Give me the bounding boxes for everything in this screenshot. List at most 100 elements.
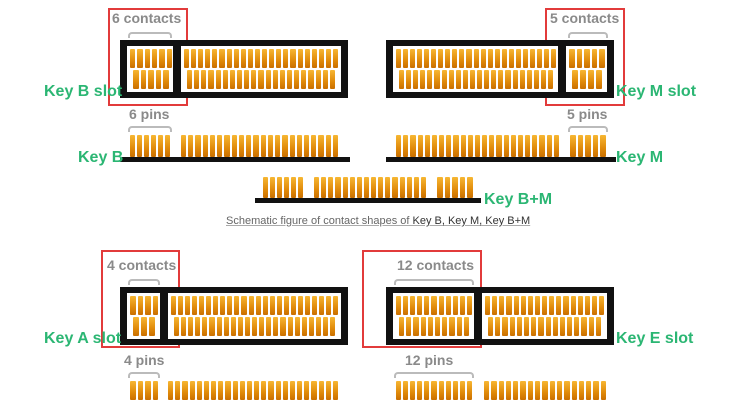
contact-finger [410,381,416,400]
contact-finger [585,135,591,157]
contact-finger [184,49,190,68]
contact-finger [459,381,465,400]
contact-finger [198,49,204,68]
key-b-card-pins-left [130,135,170,157]
key-bm-card-pins-middle [314,177,426,198]
key-m-slot-contacts-left-lower [399,70,554,89]
contact-finger [236,70,243,89]
contact-finger [137,381,143,400]
contact-finger [318,135,324,157]
contact-finger [332,381,339,400]
contact-finger [227,296,233,315]
contact-finger [510,135,516,157]
contact-finger [542,381,548,400]
contact-finger [231,135,237,157]
contact-finger [244,317,251,336]
contact-finger [502,317,508,336]
contact-finger [220,296,226,315]
key-m-contacts-brace [568,32,608,38]
contact-finger [536,49,542,68]
contact-finger [283,296,289,315]
contact-finger [586,381,592,400]
contact-finger [209,135,216,157]
contact-finger [255,296,261,315]
contact-finger [297,49,303,68]
contact-finger [527,381,534,400]
contact-finger [435,317,441,336]
contact-finger [584,49,590,68]
contact-finger [449,317,455,336]
contact-finger [166,49,172,68]
contact-finger [431,135,438,157]
key-e-contacts-count: 12 contacts [397,257,475,273]
contact-finger [269,296,275,315]
contact-finger [233,49,239,68]
contact-finger [417,135,423,157]
contact-finger [523,317,530,336]
key-m-contacts-count: 5 contacts [550,10,620,26]
contact-finger [484,70,490,89]
contact-finger [434,70,440,89]
key-m-slot-label: Key M slot [616,83,697,100]
contact-finger [219,49,225,68]
contact-finger [275,381,281,400]
contact-finger [385,177,391,198]
contact-finger [576,49,583,68]
contact-finger [202,135,208,157]
caption-keys: Key B, Key M, Key B+M [412,215,531,227]
contact-finger [247,49,253,68]
contact-finger [455,70,461,89]
contact-finger [149,317,155,336]
contact-finger [403,49,409,68]
contact-finger [474,135,481,157]
contact-finger [140,70,147,89]
key-b-contacts-brace [128,32,172,38]
contact-finger [596,70,602,89]
contact-finger [238,135,245,157]
contact-finger [276,296,282,315]
contact-finger [506,296,512,315]
contact-finger [130,381,136,400]
contact-finger [261,381,267,400]
contact-finger [552,317,558,336]
contact-finger [569,49,575,68]
contact-finger [194,70,200,89]
contact-finger [218,381,224,400]
contact-finger [185,296,191,315]
contact-finger [496,135,502,157]
contact-finger [226,49,232,68]
contact-finger [224,135,230,157]
contact-finger [297,296,303,315]
contact-finger [526,70,532,89]
contact-finger [342,177,348,198]
contact-finger [239,381,245,400]
key-a-slot [120,287,348,345]
contact-finger [270,177,275,198]
key-m-label: Key M [616,149,664,166]
key-e-card-pins-right [484,381,607,400]
contact-finger [445,381,451,400]
contact-finger [325,49,331,68]
contact-finger [441,70,447,89]
contact-finger [203,381,210,400]
contact-finger [452,296,458,315]
contact-finger [595,317,601,336]
contact-finger [330,317,336,336]
contact-finger [494,49,500,68]
contact-finger [188,135,194,157]
contact-finger [469,70,476,89]
figure-caption[interactable]: Schematic figure of contact shapes of Ke… [226,215,530,227]
contact-finger [473,49,479,68]
contact-finger [438,381,444,400]
contact-finger [248,296,254,315]
contact-finger [168,381,174,400]
key-b-pins-count: 6 pins [129,106,170,122]
contact-finger [417,381,423,400]
contact-finger [230,317,236,336]
contact-finger [130,296,136,315]
contact-finger [209,317,215,336]
contact-finger [175,381,181,400]
contact-finger [577,296,583,315]
contact-finger [453,135,459,157]
contact-finger [265,70,271,89]
